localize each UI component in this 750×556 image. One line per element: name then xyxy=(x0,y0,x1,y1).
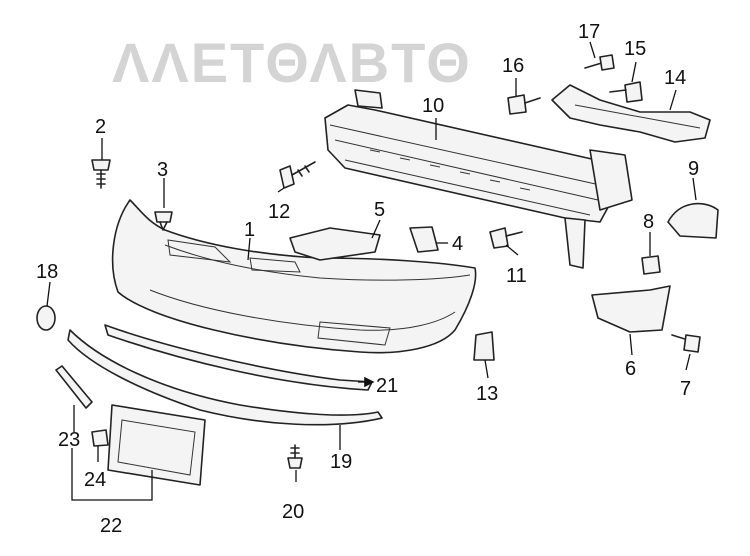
bolt-15 xyxy=(609,81,643,103)
callout-14: 14 xyxy=(664,67,686,89)
side-bracket xyxy=(289,227,381,261)
bolt-16 xyxy=(507,94,541,115)
callout-17: 17 xyxy=(578,21,600,43)
clip-nut xyxy=(409,226,439,253)
grommet-24 xyxy=(91,429,109,447)
callout-15: 15 xyxy=(624,38,646,60)
bumper-cover xyxy=(111,199,477,354)
clip-3 xyxy=(154,211,173,231)
callout-6: 6 xyxy=(625,358,636,380)
lower-trim-strip xyxy=(67,329,383,426)
callout-9: 9 xyxy=(688,158,699,180)
callout-19: 19 xyxy=(330,451,352,473)
callout-10: 10 xyxy=(422,95,444,117)
screw-12 xyxy=(279,161,316,189)
clip-8 xyxy=(641,255,661,275)
callout-22: 22 xyxy=(100,515,122,537)
callout-8: 8 xyxy=(643,211,654,233)
callout-2: 2 xyxy=(95,116,106,138)
screw-2 xyxy=(91,159,111,189)
rod-23 xyxy=(55,365,93,409)
callout-7: 7 xyxy=(680,378,691,400)
callout-20: 20 xyxy=(282,501,304,523)
callout-13: 13 xyxy=(476,383,498,405)
callout-24: 24 xyxy=(84,469,106,491)
callout-4: 4 xyxy=(452,233,463,255)
callout-18: 18 xyxy=(36,261,58,283)
callout-11: 11 xyxy=(506,265,527,287)
callout-16: 16 xyxy=(502,55,524,77)
callout-1: 1 xyxy=(244,219,255,241)
watermark-text: ΛΛΕΤΘΛΒΤΘ xyxy=(112,31,472,94)
reinforcement-beam xyxy=(324,89,633,269)
callout-23: 23 xyxy=(58,429,80,451)
callout-12: 12 xyxy=(268,201,290,223)
bolt-7 xyxy=(671,334,701,353)
guide-bracket xyxy=(591,285,671,333)
ring-18 xyxy=(36,305,56,331)
cap-13 xyxy=(473,331,495,361)
screw-20 xyxy=(287,444,303,469)
screw-17 xyxy=(584,54,615,71)
callout-5: 5 xyxy=(374,199,385,221)
callout-3: 3 xyxy=(157,159,168,181)
callout-21: 21 xyxy=(376,375,398,397)
bracket-strip xyxy=(551,84,711,143)
cover-cap xyxy=(667,202,719,239)
lower-grille xyxy=(104,324,373,391)
